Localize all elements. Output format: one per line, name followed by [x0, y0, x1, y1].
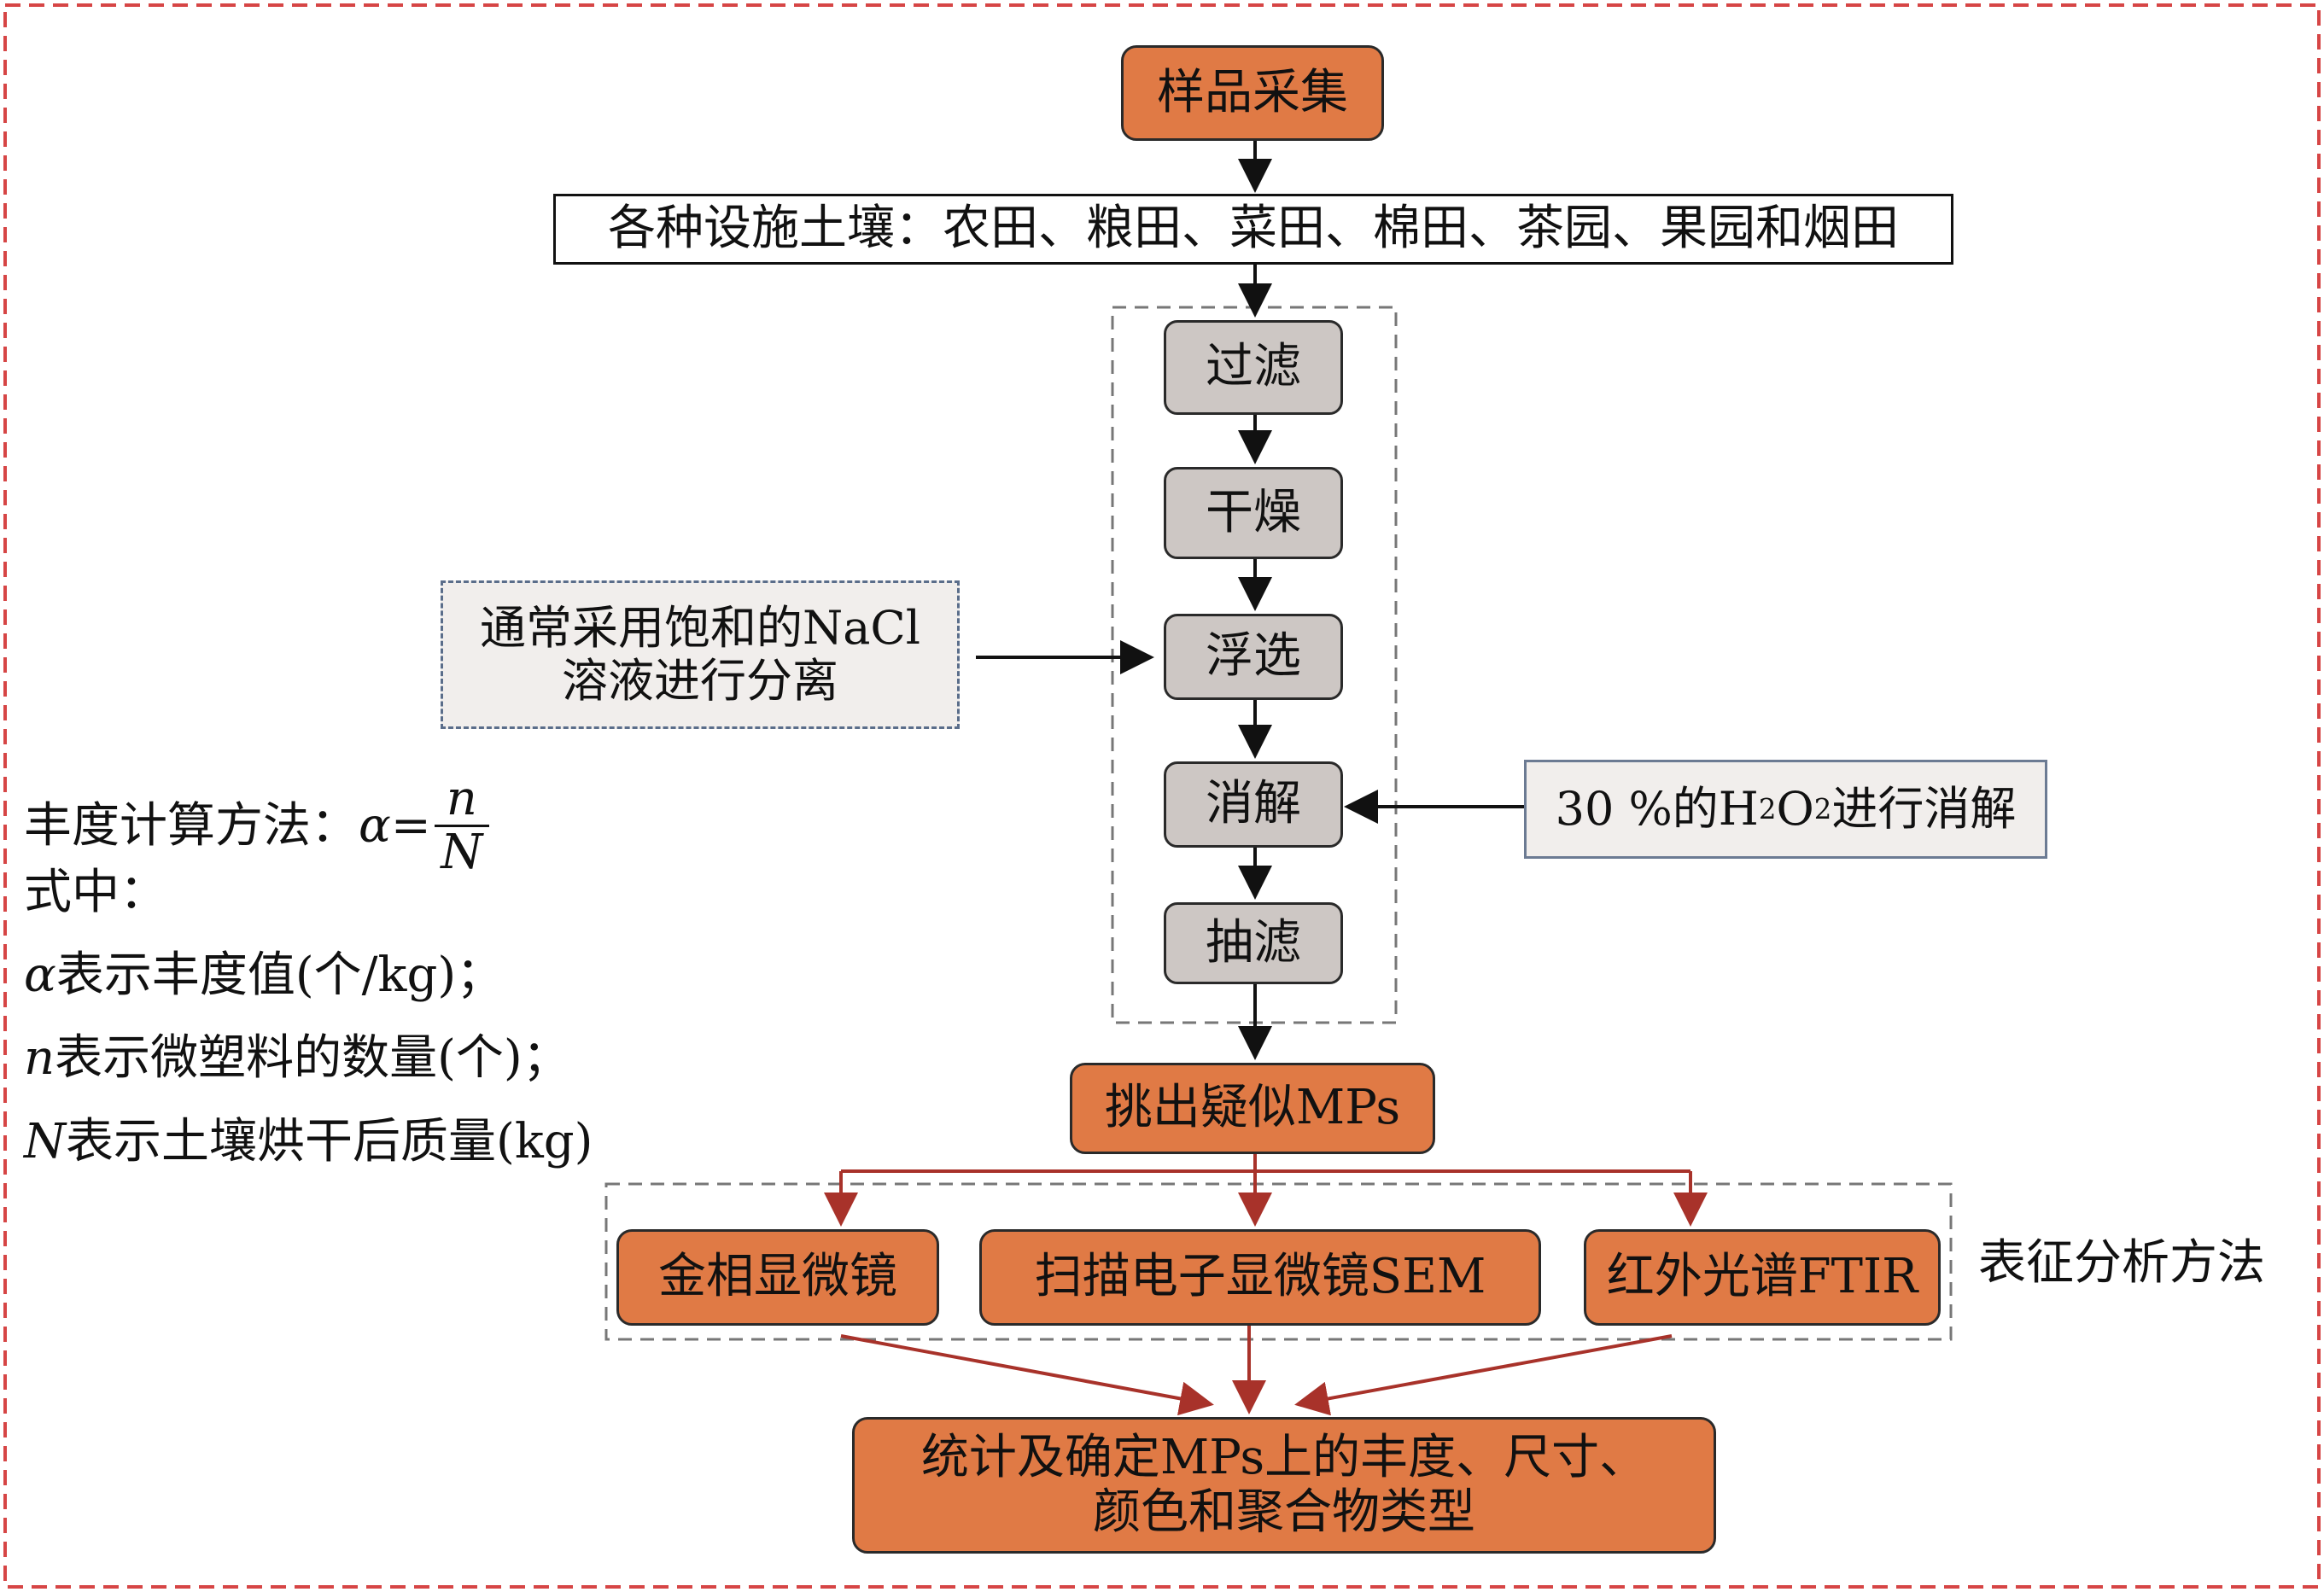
method-ftir-box: 红外光谱FTIR	[1584, 1229, 1941, 1326]
step-suction-box: 抽滤	[1164, 902, 1343, 984]
formula-alpha: α	[359, 797, 391, 854]
formula-def-N-symbol: N	[24, 1114, 66, 1169]
digestion-note-prefix: 30 %的H	[1555, 781, 1759, 836]
flotation-note-box: 通常采用饱和的NaCl 溶液进行分离	[441, 580, 960, 729]
formula-def-n-text: 表示微塑料的数量(个)；	[55, 1030, 570, 1086]
soil-types-box: 各种设施土壤：农田、粮田、菜田、棉田、茶园、果园和烟田	[553, 194, 1953, 265]
flotation-note-line-1: 通常采用饱和的NaCl	[479, 600, 921, 655]
formula-where: 式中：	[24, 865, 167, 920]
formula-def-n: n表示微塑料的数量(个)；	[24, 1035, 570, 1082]
formula-def-alpha-symbol: α	[24, 948, 56, 1003]
formula-denominator: N	[441, 825, 483, 880]
formula-fraction: n N	[434, 775, 489, 880]
result-line-1: 统计及确定MPs上的丰度、尺寸、	[920, 1429, 1648, 1485]
methods-group	[604, 1182, 1953, 1341]
step-filter-box: 过滤	[1164, 320, 1343, 415]
arrow-metallo-to-result	[840, 1334, 1214, 1416]
digestion-note-suffix: 进行消解	[1831, 781, 2017, 836]
sample-collection-box: 样品采集	[1121, 45, 1384, 141]
formula-numerator: n	[434, 775, 489, 827]
formula-def-alpha: α表示丰度值(个/kg)；	[24, 952, 504, 1000]
formula-def-alpha-text: 表示丰度值(个/kg)；	[55, 948, 505, 1003]
formula-equals: =	[390, 797, 431, 854]
pick-out-mps-box: 挑出疑似MPs	[1070, 1063, 1435, 1154]
outer-dashed-border	[3, 3, 2321, 1589]
result-box: 统计及确定MPs上的丰度、尺寸、 颜色和聚合物类型	[852, 1417, 1716, 1554]
method-sem-box: 扫描电子显微镜SEM	[979, 1229, 1541, 1326]
formula-title: 丰度计算方法：	[24, 797, 359, 854]
formula-def-N-text: 表示土壤烘干后质量(kg)	[66, 1114, 593, 1169]
arrow-ftir-to-result	[1294, 1334, 1673, 1416]
digestion-note-mid: O	[1776, 781, 1814, 836]
method-metallographic-box: 金相显微镜	[616, 1229, 939, 1326]
formula-title-row: 丰度计算方法： α = n N	[24, 775, 489, 877]
methods-label: 表征分析方法	[1978, 1235, 2265, 1291]
flotation-note-line-2: 溶液进行分离	[562, 654, 838, 708]
formula-def-n-symbol: n	[24, 1030, 55, 1086]
step-flotation-box: 浮选	[1164, 614, 1343, 700]
step-digestion-box: 消解	[1164, 761, 1343, 848]
result-line-2: 颜色和聚合物类型	[1093, 1484, 1475, 1540]
formula-def-N: N表示土壤烘干后质量(kg)	[24, 1118, 593, 1166]
step-dry-box: 干燥	[1164, 467, 1343, 559]
